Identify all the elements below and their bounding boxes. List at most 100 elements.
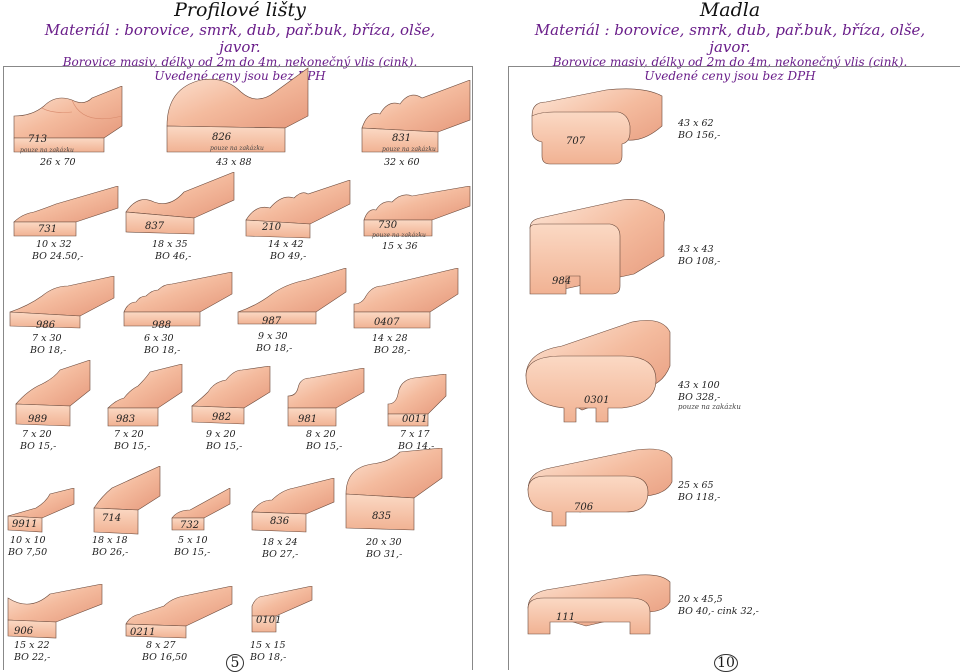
profile-0101-price: BO 18,- [250,652,287,663]
profile-836-size: 18 x 24 [262,537,298,548]
profile-906-price: BO 22,- [14,652,51,663]
handrail-0301-note: pouze na zakázku [678,403,741,411]
handrail-984-code: 984 [552,276,572,287]
profile-210-drawing [245,180,351,239]
profile-987-drawing [237,268,347,325]
profile-732-code: 732 [180,520,200,531]
handrail-707-code: 707 [566,136,586,147]
page-number-left: 5 [226,654,244,672]
profile-835-size: 20 x 30 [366,537,402,548]
profile-982-code: 982 [212,412,232,423]
profile-0101-drawing [251,586,313,633]
profile-826-note: pouze na zakázku [210,145,264,152]
right-panel [508,66,960,670]
profile-837-price: BO 46,- [155,251,192,262]
profile-713-code: 713 [28,134,48,145]
profile-988-price: BO 18,- [144,345,181,356]
profile-713-size: 26 x 70 [40,157,76,168]
handrail-111-size: 20 x 45,5 [678,594,723,605]
profile-982-size: 9 x 20 [206,429,236,440]
right-material: Materiál : borovice, smrk, dub, pař.buk,… [534,20,926,57]
profile-988-size: 6 x 30 [144,333,174,344]
profile-0211-code: 0211 [130,627,156,638]
profile-714-size: 18 x 18 [92,535,128,546]
profile-906-size: 15 x 22 [14,640,50,651]
profile-210-code: 210 [262,222,282,233]
profile-986-price: BO 18,- [30,345,67,356]
handrail-984-drawing [529,199,665,295]
profile-0211-drawing [125,586,233,639]
profile-837-code: 837 [145,221,165,232]
profile-732-drawing [171,488,231,531]
handrail-0301-size: 43 x 100 [678,380,720,391]
profile-731-size: 10 x 32 [36,239,72,250]
profile-986-size: 7 x 30 [32,333,62,344]
profile-987-code: 987 [262,316,282,327]
profile-826-size: 43 x 88 [216,157,252,168]
profile-989-code: 989 [28,414,48,425]
left-material: Materiál : borovice, smrk, dub, pař.buk,… [44,20,436,57]
profile-731-drawing [13,186,119,237]
handrail-707-drawing [531,88,663,165]
handrail-984-size: 43 x 43 [678,244,714,255]
handrail-111-code: 111 [556,612,576,623]
profile-981-drawing [287,368,365,427]
profile-0211-size: 8 x 27 [146,640,176,651]
profile-714-drawing [93,466,161,535]
profile-906-drawing [7,584,103,639]
handrail-111-price: BO 40,- cink 32,- [678,606,759,617]
handrail-984-price: BO 108,- [678,256,721,267]
profile-0407-code: 0407 [374,317,400,328]
profile-0101-code: 0101 [256,615,282,626]
page-number-right: 10 [714,654,738,672]
profile-730-note: pouze na zakázku [372,232,426,239]
handrail-0301-drawing [525,320,671,423]
profile-835-price: BO 31,- [366,549,403,560]
profile-9911-code: 9911 [12,519,38,530]
profile-981-price: BO 15,- [306,441,343,452]
handrail-0301-price: BO 328,- [678,392,721,403]
profile-714-price: BO 26,- [92,547,129,558]
profile-831-code: 831 [392,133,412,144]
profile-732-size: 5 x 10 [178,535,208,546]
profile-9911-price: BO 7,50 [8,547,48,558]
profile-987-price: BO 18,- [256,343,293,354]
profile-714-code: 714 [102,513,122,524]
handrail-707-price: BO 156,- [678,130,721,141]
profile-210-price: BO 49,- [270,251,307,262]
profile-9911-size: 10 x 10 [10,535,46,546]
profile-731-price: BO 24.50,- [32,251,84,262]
profile-988-code: 988 [152,320,172,331]
left-spec: Borovice masiv, délky od 2m do 4m, nekon… [62,55,418,70]
profile-713-note: pouze na zakázku [20,147,74,154]
profile-0211-price: BO 16,50 [142,652,188,663]
profile-836-code: 836 [270,516,290,527]
profile-0407-price: BO 28,- [374,345,411,356]
right-title: Madla [699,0,761,21]
profile-986-code: 986 [36,320,56,331]
left-vat: Uvedené ceny jsou bez DPH [154,69,326,84]
profile-0011-drawing [387,374,447,427]
profile-210-size: 14 x 42 [268,239,304,250]
profile-831-drawing [361,80,471,153]
profile-989-drawing [15,360,91,427]
profile-730-size: 15 x 36 [382,241,418,252]
profile-0011-price: BO 14,- [398,441,435,452]
profile-988-drawing [123,272,233,327]
profile-987-size: 9 x 30 [258,331,288,342]
profile-982-price: BO 15,- [206,441,243,452]
profile-981-size: 8 x 20 [306,429,336,440]
profile-732-price: BO 15,- [174,547,211,558]
right-header: Madla Materiál : borovice, smrk, dub, pa… [530,0,930,84]
profile-835-code: 835 [372,511,392,522]
profile-837-size: 18 x 35 [152,239,188,250]
profile-982-drawing [191,366,271,425]
profile-0407-size: 14 x 28 [372,333,408,344]
handrail-706-size: 25 x 65 [678,480,714,491]
profile-0407-drawing [353,268,459,329]
profile-713-drawing [13,86,123,153]
profile-836-price: BO 27,- [262,549,299,560]
profile-826-code: 826 [212,132,232,143]
profile-730-code: 730 [378,220,398,231]
profile-730-drawing [363,186,471,237]
